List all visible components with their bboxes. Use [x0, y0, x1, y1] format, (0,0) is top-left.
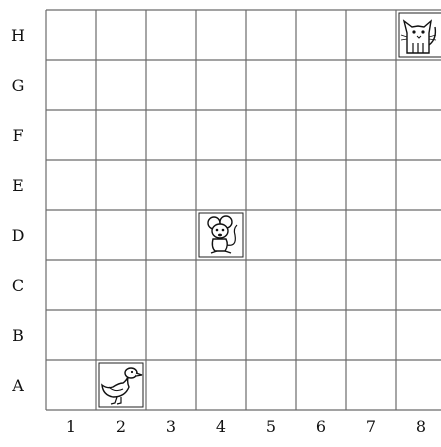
col-label: 4 [216, 417, 226, 436]
row-labels: H G F E D C B A [11, 26, 25, 395]
row-label: B [12, 326, 24, 345]
grid-lines [46, 10, 441, 410]
col-label: 1 [66, 417, 76, 436]
row-label: G [12, 76, 25, 95]
row-label: D [12, 226, 25, 245]
col-label: 8 [416, 417, 426, 436]
cat-icon [399, 13, 441, 57]
col-label: 7 [366, 417, 376, 436]
col-label: 5 [266, 417, 276, 436]
row-label: F [12, 126, 23, 145]
duck-icon [99, 363, 143, 407]
row-label: H [11, 26, 25, 45]
mouse-icon [199, 213, 243, 257]
col-label: 2 [116, 417, 126, 436]
row-label: A [11, 376, 24, 395]
row-label: E [12, 176, 24, 195]
col-labels: 1 2 3 4 5 6 7 8 [66, 417, 426, 436]
col-label: 3 [166, 417, 176, 436]
row-label: C [12, 276, 24, 295]
col-label: 6 [316, 417, 326, 436]
